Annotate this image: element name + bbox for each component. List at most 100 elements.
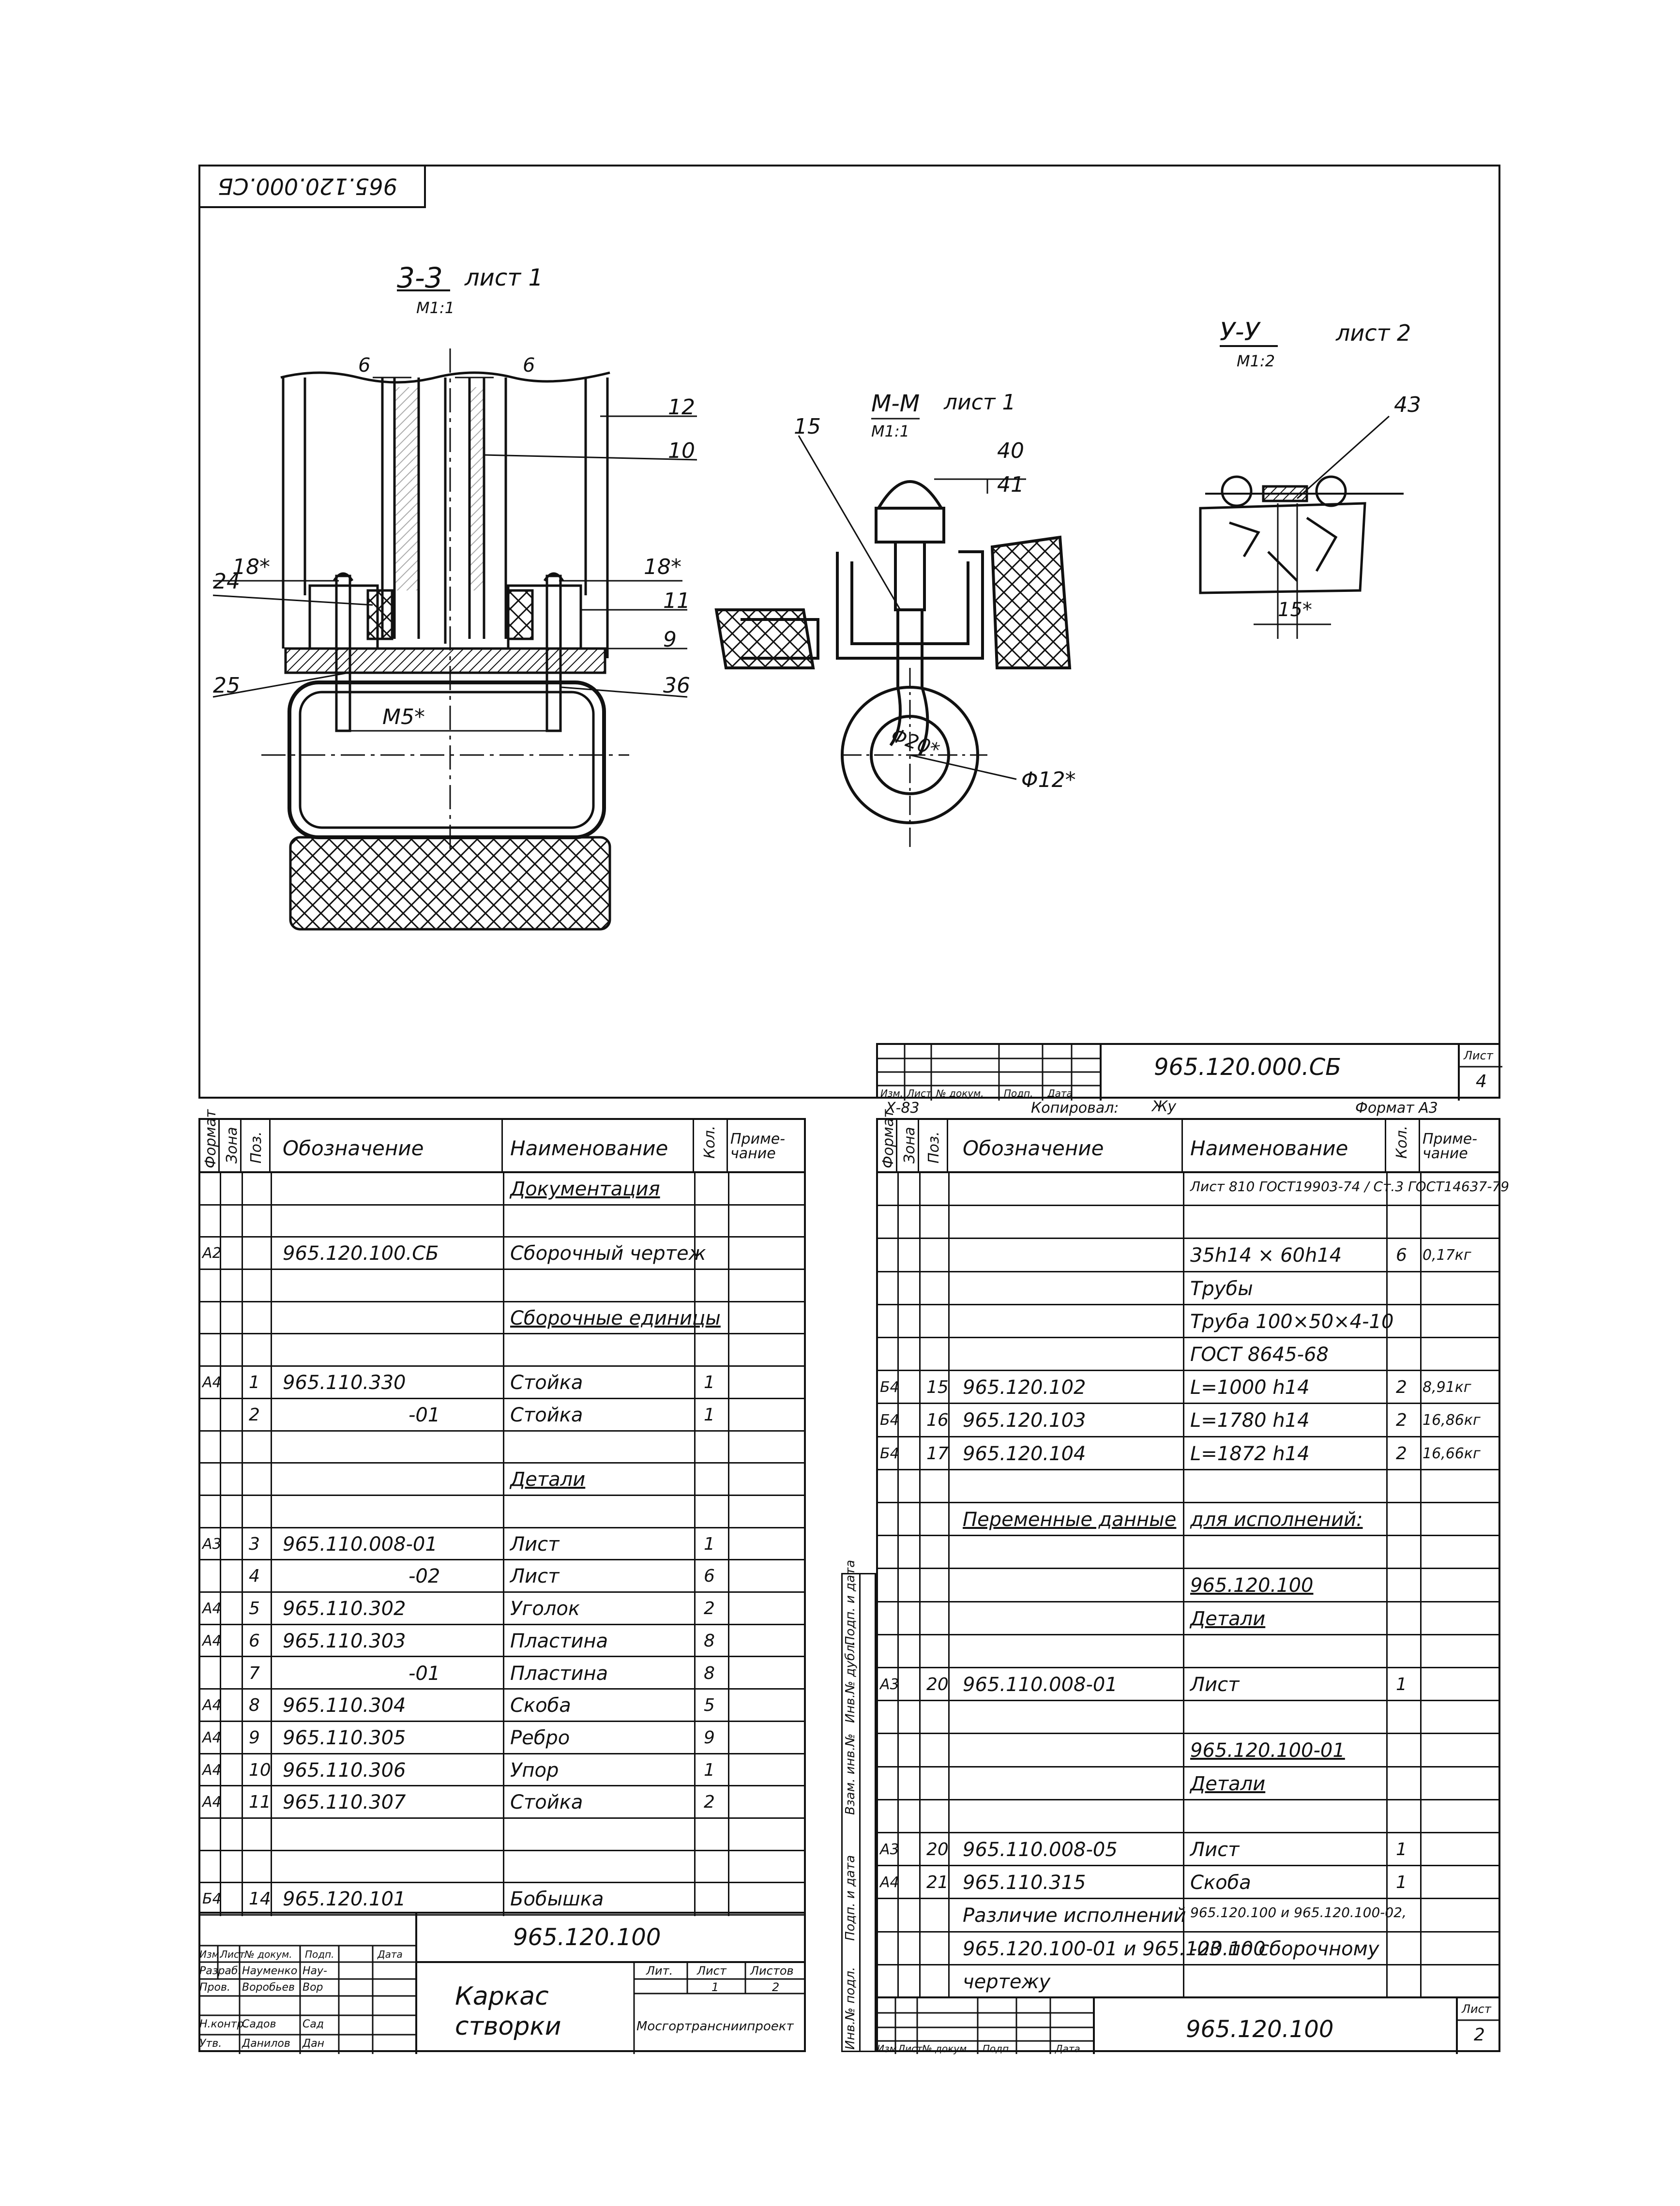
spec-pos-cell: 7	[249, 1663, 260, 1683]
spec-format-cell: А3	[880, 1841, 899, 1858]
spec-row	[878, 1800, 1498, 1833]
spec-pos-cell: 20	[926, 1675, 949, 1694]
rh-note: Приме-чание	[1423, 1131, 1478, 1162]
rotated-stamp-box: 965.120.000.СБ	[198, 165, 426, 208]
spec-name-cell: -03 по сборочному	[1190, 1937, 1379, 1960]
dim-phi12: Φ12*	[1021, 768, 1076, 792]
section-3-3-scale: М1:1	[416, 299, 455, 317]
spec-qty-cell: 1	[704, 1760, 715, 1780]
spec-row	[200, 1270, 804, 1302]
left-tb-sign-0: Нау-	[303, 1965, 327, 1977]
spec-designation-cell: 965.110.305	[283, 1726, 406, 1749]
right-spec-table: Формат Зона Поз. Обозначение Наименовани…	[876, 1109, 1509, 2052]
rh-zone: Зона	[901, 1127, 918, 1163]
section-3-3-view	[212, 289, 697, 931]
spec-row	[200, 1335, 804, 1367]
left-tb-role-3: Утв.	[199, 2038, 222, 2050]
spec-row: 965.120.100	[878, 1569, 1498, 1602]
spec-qty-cell: 1	[704, 1405, 715, 1425]
spec-name-cell: 965.120.100-01	[1190, 1739, 1345, 1762]
spec-row	[878, 1206, 1498, 1239]
left-tb-listov: Листов	[750, 1964, 794, 1978]
spec-row: Труба 100×50×4-10	[878, 1305, 1498, 1338]
spec-note-cell: 16,86кг	[1423, 1412, 1481, 1429]
left-tb-list-val: 1	[711, 1980, 719, 1994]
right-bottom-h-list: Лист	[898, 2043, 923, 2055]
spec-designation-cell: Переменные данные	[963, 1509, 1177, 1531]
right-side-strip	[841, 1573, 876, 2052]
right-spec-header: Формат Зона Поз. Обозначение Наименовани…	[878, 1109, 1498, 1173]
spec-row	[878, 1470, 1498, 1503]
dim-m5: М5*	[382, 705, 425, 729]
spec-designation-cell: 965.110.307	[283, 1791, 406, 1814]
left-tb-role-2: Н.контр.	[199, 2018, 247, 2030]
spec-qty-cell: 1	[704, 1534, 715, 1554]
left-tb-sign-1: Вор	[303, 1981, 323, 1994]
left-tb-name-1: Воробьев	[242, 1981, 295, 1994]
top-block-sheet-no: 4	[1476, 1072, 1487, 1091]
spec-name-cell: Сборочные единицы	[510, 1307, 721, 1330]
spec-row: Детали	[878, 1602, 1498, 1635]
spec-format-cell: А4	[202, 1794, 222, 1811]
left-tb-sign-3: Дан	[303, 2038, 325, 2050]
side-label-2: Взам. инв.№	[843, 1733, 858, 1815]
callout-10: 10	[668, 438, 695, 463]
callout-9: 9	[663, 627, 677, 652]
dim-6-left: 6	[358, 354, 371, 377]
spec-name-cell: 965.120.100 и 965.120.100-02,	[1190, 1904, 1407, 1921]
callout-36: 36	[663, 673, 690, 698]
spec-qty-cell: 8	[704, 1663, 715, 1683]
spec-row	[200, 1432, 804, 1464]
left-spec-header: Формат Зона Поз. Обозначение Наименовани…	[200, 1109, 804, 1173]
spec-designation-cell: 965.110.315	[963, 1872, 1086, 1894]
spec-name-cell: ГОСТ 8645-68	[1190, 1344, 1329, 1366]
spec-format-cell: Б4	[880, 1379, 899, 1396]
lh-zone: Зона	[224, 1127, 241, 1163]
callout-25: 25	[213, 673, 240, 698]
spec-name-cell: L=1780 h14	[1190, 1409, 1310, 1432]
spec-pos-cell: 9	[249, 1727, 260, 1748]
spec-format-cell: А3	[880, 1676, 899, 1693]
spec-row: 965.120.100-01 и 965.120.100-03 по сборо…	[878, 1933, 1498, 1965]
top-block-designation: 965.120.000.СБ	[1154, 1054, 1342, 1081]
spec-row	[878, 1701, 1498, 1735]
spec-name-cell: Скоба	[1190, 1872, 1251, 1894]
side-label-0: Инв.№ подл.	[843, 1966, 858, 2050]
rh-designation: Обозначение	[963, 1136, 1104, 1160]
spec-format-cell: А4	[202, 1729, 222, 1746]
callout-40: 40	[997, 438, 1024, 463]
right-bottom-sheet-label: Лист	[1462, 2002, 1491, 2016]
spec-name-cell: Стойка	[510, 1404, 583, 1426]
right-bottom-block: 965.120.100 Лист 2 Изм. Лист № докум. По…	[876, 1996, 1500, 2055]
spec-designation-cell: 965.110.304	[283, 1694, 406, 1717]
section-3-3-sheet: лист 1	[465, 264, 544, 291]
section-u-u-title: У-У	[1220, 317, 1260, 347]
spec-name-cell: Уголок	[510, 1598, 580, 1620]
right-bottom-h-doc: № докум.	[922, 2043, 970, 2055]
spec-designation-cell: 965.120.104	[963, 1442, 1086, 1465]
spec-name-cell: Ребро	[510, 1726, 570, 1749]
spec-designation-cell: 965.110.330	[283, 1372, 406, 1394]
format-label: Формат А3	[1355, 1100, 1438, 1117]
spec-format-cell: А2	[202, 1245, 222, 1262]
top-block-h-list: Лист	[907, 1088, 932, 1099]
left-tb-h-doc: № докум.	[244, 1949, 292, 1960]
section-u-u-view	[1199, 345, 1404, 639]
spec-pos-cell: 4	[249, 1566, 260, 1587]
spec-name-cell: Детали	[1190, 1607, 1266, 1630]
spec-pos-cell: 1	[249, 1373, 260, 1393]
spec-designation-cell: -01	[409, 1662, 440, 1685]
left-title-block: 965.120.100 Каркас створки Изм. Лист № д…	[198, 1912, 806, 2054]
section-u-u-sheet: лист 2	[1336, 320, 1411, 346]
upper-drawing-frame	[198, 165, 1500, 1099]
side-label-3: Инв.№ дубл.	[843, 1641, 858, 1723]
spec-format-cell: А4	[202, 1632, 222, 1649]
